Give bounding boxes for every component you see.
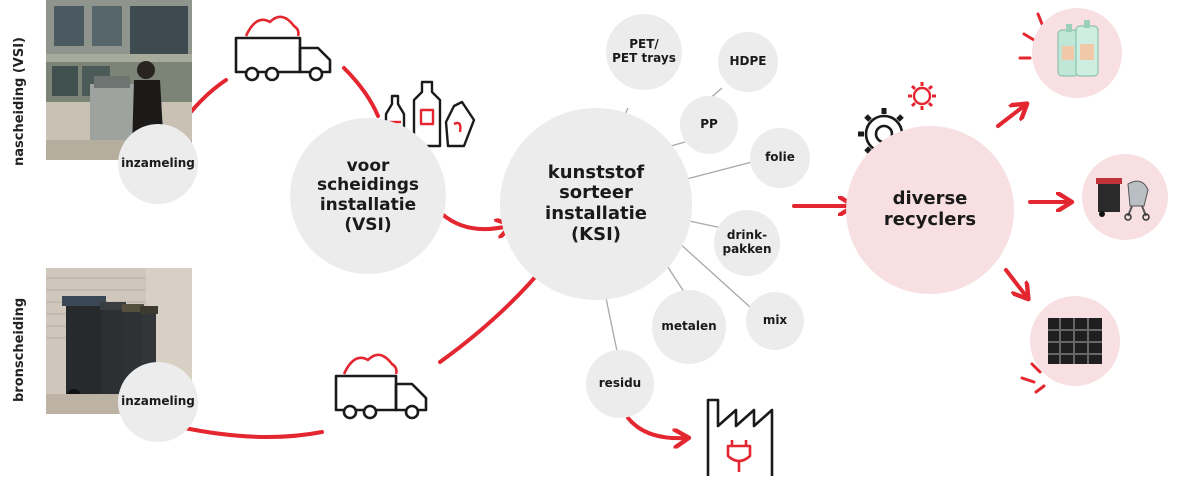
output-label-folie: folie bbox=[765, 150, 795, 165]
factory-icon bbox=[706, 398, 774, 476]
flow-recyclers-bottom bbox=[1004, 268, 1026, 296]
product-circle-top bbox=[1032, 8, 1122, 98]
vsi-circle: voor scheidings installatie (VSI) bbox=[290, 118, 446, 274]
output-label-residu: residu bbox=[598, 376, 642, 391]
collection-label-top: inzameling bbox=[121, 156, 195, 171]
output-label-metalen: metalen bbox=[661, 319, 717, 334]
spoke-residu bbox=[605, 297, 619, 357]
output-circle-pet: PET/ PET trays bbox=[606, 14, 682, 90]
bin-stroller-image bbox=[1096, 178, 1150, 221]
recyclers-circle: diverse recyclers bbox=[846, 126, 1014, 294]
flow-truck-to-vsi bbox=[342, 66, 380, 118]
ksi-label: kunststof sorteer installatie (KSI) bbox=[545, 161, 647, 245]
plug-icon bbox=[726, 440, 752, 472]
gear-icon bbox=[858, 82, 936, 160]
product-circle-bottom bbox=[1030, 296, 1120, 386]
output-circle-mix: mix bbox=[746, 292, 804, 350]
crate-grid-image bbox=[1048, 318, 1102, 364]
output-label-pp: PP bbox=[700, 117, 718, 132]
bronscheiding-label: bronscheiding bbox=[12, 297, 27, 402]
flow-recyclers-top bbox=[996, 106, 1024, 128]
flow-pickup-bottom bbox=[178, 425, 324, 439]
collection-label-bottom: inzameling bbox=[121, 394, 195, 409]
output-circle-residu: residu bbox=[586, 350, 654, 418]
output-label-hdpe: HDPE bbox=[729, 54, 767, 69]
garbage-truck-icon-bottom bbox=[334, 353, 428, 420]
flow-residu-to-factory bbox=[626, 416, 685, 438]
vsi-label: voor scheidings installatie (VSI) bbox=[316, 155, 420, 235]
output-circle-folie: folie bbox=[750, 128, 810, 188]
spoke-mix bbox=[677, 241, 761, 317]
output-circle-metalen: metalen bbox=[652, 290, 726, 364]
collection-circle-bottom: inzameling bbox=[118, 362, 198, 442]
flow-vsi-to-ksi bbox=[440, 212, 508, 229]
collection-circle-top: inzameling bbox=[118, 124, 198, 204]
recyclers-label: diverse recyclers bbox=[883, 188, 977, 230]
product-circle-middle bbox=[1082, 154, 1168, 240]
nascheiding-label: nascheiding (VSI) bbox=[12, 37, 27, 166]
output-label-mix: mix bbox=[762, 313, 788, 328]
flow-truck-to-ksi bbox=[438, 262, 548, 364]
nascheiding-photo bbox=[46, 0, 192, 160]
output-circle-pp: PP bbox=[680, 96, 738, 154]
ksi-circle: kunststof sorteer installatie (KSI) bbox=[500, 108, 692, 300]
detergent-bottles-image bbox=[1057, 20, 1099, 77]
garbage-truck-icon bbox=[234, 15, 332, 82]
output-circle-drinkpakken: drink- pakken bbox=[714, 210, 780, 276]
output-label-pet: PET/ PET trays bbox=[612, 37, 676, 65]
output-circle-hdpe: HDPE bbox=[718, 32, 778, 92]
output-label-drinkpakken: drink- pakken bbox=[722, 228, 772, 256]
